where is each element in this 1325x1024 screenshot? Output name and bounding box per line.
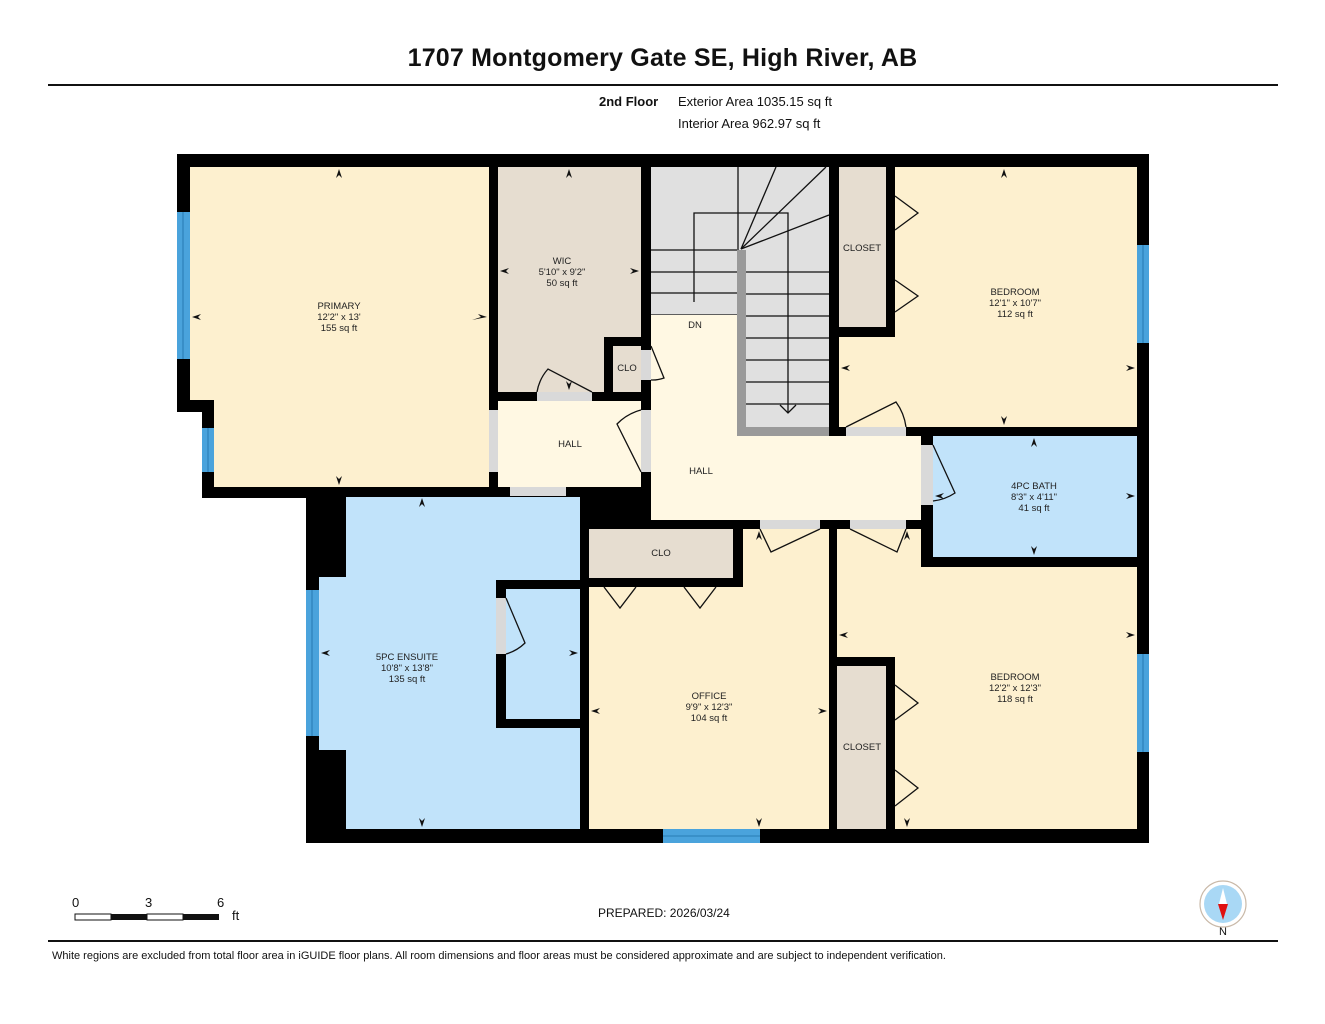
bedroom-top-name: BEDROOM	[990, 287, 1039, 298]
wic-dims: 5'10" x 9'2"	[539, 267, 586, 278]
room-closet-top[interactable]	[839, 167, 895, 327]
compass-north-label: N	[1219, 926, 1227, 938]
page-title: 1707 Montgomery Gate SE, High River, AB	[407, 44, 918, 72]
closet-top-name: CLOSET	[843, 243, 881, 254]
room-hall-left[interactable]	[498, 401, 641, 487]
window-lines	[182, 212, 1144, 837]
clo-small-name: CLO	[617, 363, 637, 374]
room-primary[interactable]	[190, 167, 489, 487]
room-bedroom-bottom[interactable]	[837, 529, 1137, 829]
hall-main-name: HALL	[689, 466, 713, 477]
office-name: OFFICE	[692, 691, 727, 702]
primary-dims: 12'2" x 13'	[317, 312, 361, 323]
door-swings	[505, 195, 956, 807]
room-office[interactable]	[589, 529, 829, 829]
primary-area: 155 sq ft	[321, 323, 358, 334]
exterior-area: Exterior Area 1035.15 sq ft	[678, 94, 832, 109]
bath-area: 41 sq ft	[1018, 503, 1050, 514]
stairs[interactable]	[651, 166, 830, 436]
footer-divider	[48, 940, 1278, 942]
prepared-date: PREPARED: 2026/03/24	[598, 906, 730, 920]
office-dims: 9'9" x 12'3"	[686, 702, 733, 713]
room-clo-small[interactable]	[613, 346, 641, 392]
bedroom-bottom-area: 118 sq ft	[997, 694, 1033, 705]
office-area: 104 sq ft	[691, 713, 728, 724]
disclaimer: White regions are excluded from total fl…	[52, 950, 946, 962]
clo-office-name: CLO	[651, 548, 671, 559]
ensuite-name: 5PC ENSUITE	[376, 652, 438, 663]
bedroom-top-dims: 12'1" x 10'7"	[989, 298, 1041, 309]
closet-bottom-name: CLOSET	[843, 742, 881, 753]
header-divider	[48, 84, 1278, 86]
scale-bar	[74, 913, 219, 921]
bedroom-bottom-dims: 12'2" x 12'3"	[989, 683, 1041, 694]
bedroom-bottom-name: BEDROOM	[990, 672, 1039, 683]
door-openings	[489, 350, 933, 654]
primary-name: PRIMARY	[317, 301, 361, 312]
wic-area: 50 sq ft	[546, 278, 578, 289]
scale-unit: ft	[232, 908, 240, 923]
ensuite-area: 135 sq ft	[389, 674, 426, 685]
dimension-arrows	[192, 169, 1135, 827]
room-bedroom-top[interactable]	[839, 167, 1137, 427]
room-labels: PRIMARY 12'2" x 13' 155 sq ft WIC 5'10" …	[317, 243, 1057, 753]
bedroom-top-area: 112 sq ft	[997, 309, 1033, 320]
floor-label: 2nd Floor	[599, 94, 659, 109]
bath-dims: 8'3" x 4'11"	[1011, 492, 1057, 503]
compass-icon	[1199, 880, 1247, 928]
room-hall-main[interactable]	[651, 315, 921, 520]
room-ensuite[interactable]	[319, 496, 580, 829]
stairs-dn-label: DN	[688, 320, 702, 331]
scale-tick-0: 0	[72, 895, 80, 910]
scale-tick-6: 6	[217, 895, 225, 910]
compass: N	[1198, 880, 1248, 940]
room-bath[interactable]	[933, 436, 1137, 557]
wic-name: WIC	[553, 256, 572, 267]
interior-area: Interior Area 962.97 sq ft	[678, 116, 821, 131]
hall-left-name: HALL	[558, 439, 582, 450]
bath-name: 4PC BATH	[1011, 481, 1057, 492]
scale-tick-3: 3	[145, 895, 153, 910]
ensuite-dims: 10'8" x 13'8"	[381, 663, 433, 674]
